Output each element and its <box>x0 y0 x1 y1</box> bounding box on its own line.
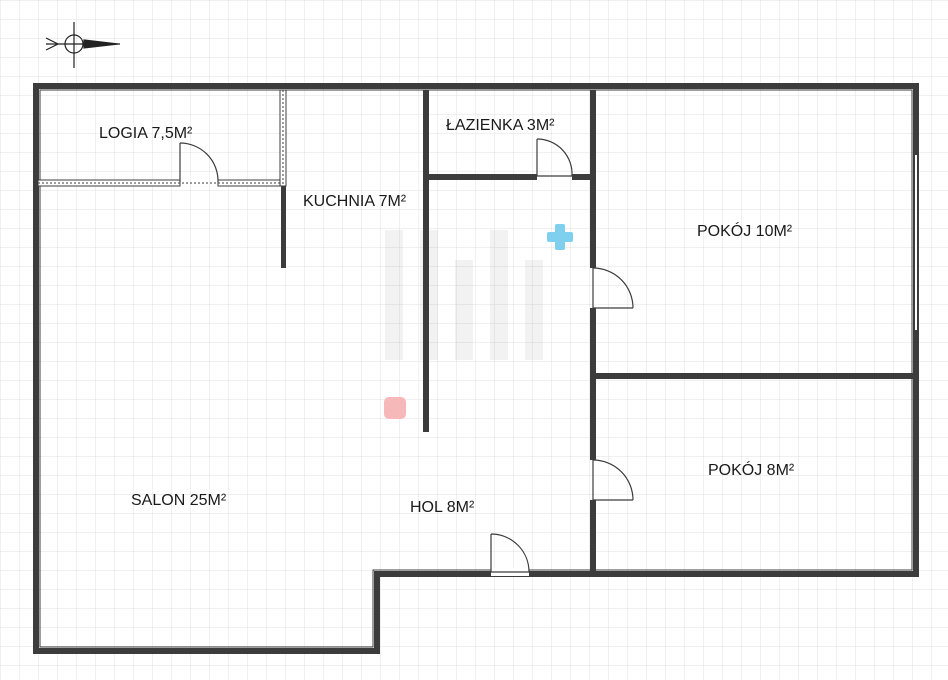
room-label-pokoj-8: POKÓJ 8M² <box>708 460 795 479</box>
room-label-hol: HOL 8M² <box>410 499 475 516</box>
wall-hall-rooms-b <box>590 308 596 460</box>
door-logia <box>179 142 219 183</box>
room-label-lazienka: ŁAZIENKA 3M² <box>446 117 555 134</box>
outer-wall <box>33 83 919 654</box>
room-label-pokoj-10: POKÓJ 10M² <box>697 221 793 240</box>
room-label-kuchnia: KUCHNIA 7M² <box>303 193 407 210</box>
compass-icon <box>45 22 120 68</box>
wall-kitchen-hall <box>423 90 429 432</box>
door-bathroom <box>536 138 573 177</box>
kitchen-partition <box>281 186 286 268</box>
room-label-salon: SALON 25M² <box>131 492 227 509</box>
wall-room-divider <box>596 373 916 379</box>
wall-hall-rooms-c <box>590 500 596 574</box>
outer-wall-inner-line <box>39 89 913 648</box>
watermark-dot-red <box>384 397 406 419</box>
door-entrance <box>490 533 530 573</box>
door-room-10 <box>592 267 634 309</box>
door-room-8 <box>592 459 634 501</box>
bathroom-wall-bottom-right <box>572 174 594 180</box>
watermark-cross-icon <box>547 224 573 250</box>
wall-hall-rooms-a <box>590 90 596 268</box>
room-label-logia: LOGIA 7,5M² <box>99 125 193 142</box>
bathroom-wall-bottom-left <box>429 174 537 180</box>
